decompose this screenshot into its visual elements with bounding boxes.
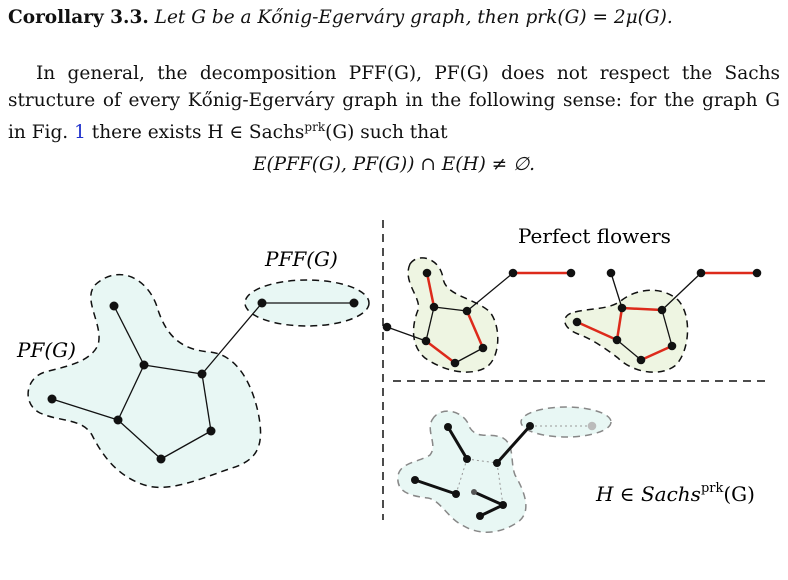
paragraph-text-1: In general, the decomposition PFF(G), PF… xyxy=(8,63,780,144)
flower-1-edges xyxy=(386,271,571,364)
flower-2-edges xyxy=(576,271,757,362)
graph-figure: PFF(G) PF(G) Perfect flowers xyxy=(16,220,770,533)
sachs-small-region xyxy=(520,406,612,438)
paragraph-superscript: prk xyxy=(304,120,326,134)
label-perfect-flowers: Perfect flowers xyxy=(518,224,671,248)
flower-1-vertices xyxy=(382,268,576,368)
corollary: Corollary 3.3. Let G be a Kőnig-Egerváry… xyxy=(8,4,780,31)
label-pf: PF(G) xyxy=(16,338,76,362)
sachs-vertices xyxy=(411,421,597,520)
corollary-statement: Let G be a Kőnig-Egerváry graph, then pr… xyxy=(154,7,673,28)
flower-2-vertices xyxy=(572,268,762,365)
corollary-heading: Corollary 3.3. xyxy=(8,7,149,28)
sachs-main-region xyxy=(397,410,527,533)
body-paragraph: In general, the decomposition PFF(G), PF… xyxy=(8,60,780,146)
label-pff: PFF(G) xyxy=(264,247,338,271)
pf-region xyxy=(27,273,262,489)
flower-1-region xyxy=(407,257,499,373)
graph-g-vertices xyxy=(47,298,359,464)
label-h-sachs: H ∈ Sachsprk(G) xyxy=(595,481,755,506)
caption-fragment xyxy=(0,566,788,580)
figure-reference-link[interactable]: 1 xyxy=(74,122,86,144)
graph-g-edges xyxy=(51,302,354,460)
paragraph-text-3: (G) such that xyxy=(325,122,448,144)
paragraph-text-2: there exists H ∈ Sachs xyxy=(91,122,305,144)
sachs-edges xyxy=(414,425,592,518)
display-formula: E(PFF(G), PF(G)) ∩ E(H) ≠ ∅. xyxy=(252,154,536,175)
